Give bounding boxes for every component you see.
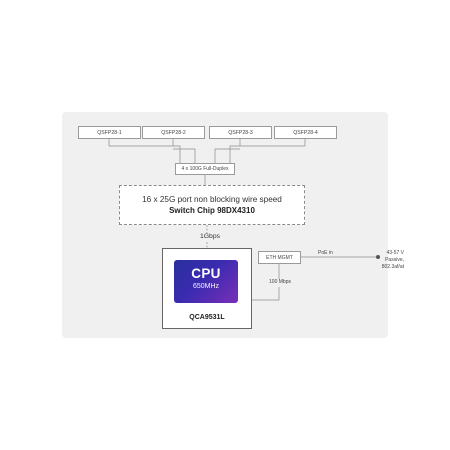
- port-qsfp28-3: QSFP28-3: [209, 126, 272, 139]
- power-passive: Passive,: [385, 257, 404, 264]
- bus-left-1: [109, 145, 181, 163]
- cpu-chip: CPU 650MHz: [174, 260, 238, 303]
- switch-chip-description: 16 x 25G port non blocking wire speed: [142, 195, 282, 204]
- poe-in-label: PoE in: [318, 250, 333, 256]
- cpu-frequency: 650MHz: [192, 283, 220, 290]
- power-voltage: 43-57 V: [386, 250, 404, 256]
- eth-to-cpu: [252, 287, 280, 301]
- port-qsfp28-2: QSFP28-2: [142, 126, 205, 139]
- cpu-title: CPU: [191, 266, 221, 281]
- power-input-dot: [376, 255, 380, 259]
- eth-mgmt-speed: 100 Mbps: [269, 279, 291, 285]
- power-spec: 43-57 V Passive, 802.3af/at: [334, 250, 404, 272]
- power-standard: 802.3af/at: [381, 264, 404, 271]
- duplex-label-box: 4 x 100G Full-Duplex: [175, 163, 235, 175]
- bus-right-1: [214, 148, 240, 163]
- cpu-model-label: QCA9531L: [189, 314, 225, 321]
- eth-mgmt-box: ETH MGMT: [258, 251, 301, 264]
- port-qsfp28-4: QSFP28-4: [274, 126, 337, 139]
- switch-chip-model: Switch Chip 98DX4310: [169, 206, 255, 215]
- bus-right-2: [229, 145, 305, 163]
- port-qsfp28-1: QSFP28-1: [78, 126, 141, 139]
- switch-chip-box: 16 x 25G port non blocking wire speed Sw…: [119, 185, 305, 225]
- bus-left-2: [173, 148, 196, 163]
- uplink-speed-label: 1Gbps: [199, 233, 221, 240]
